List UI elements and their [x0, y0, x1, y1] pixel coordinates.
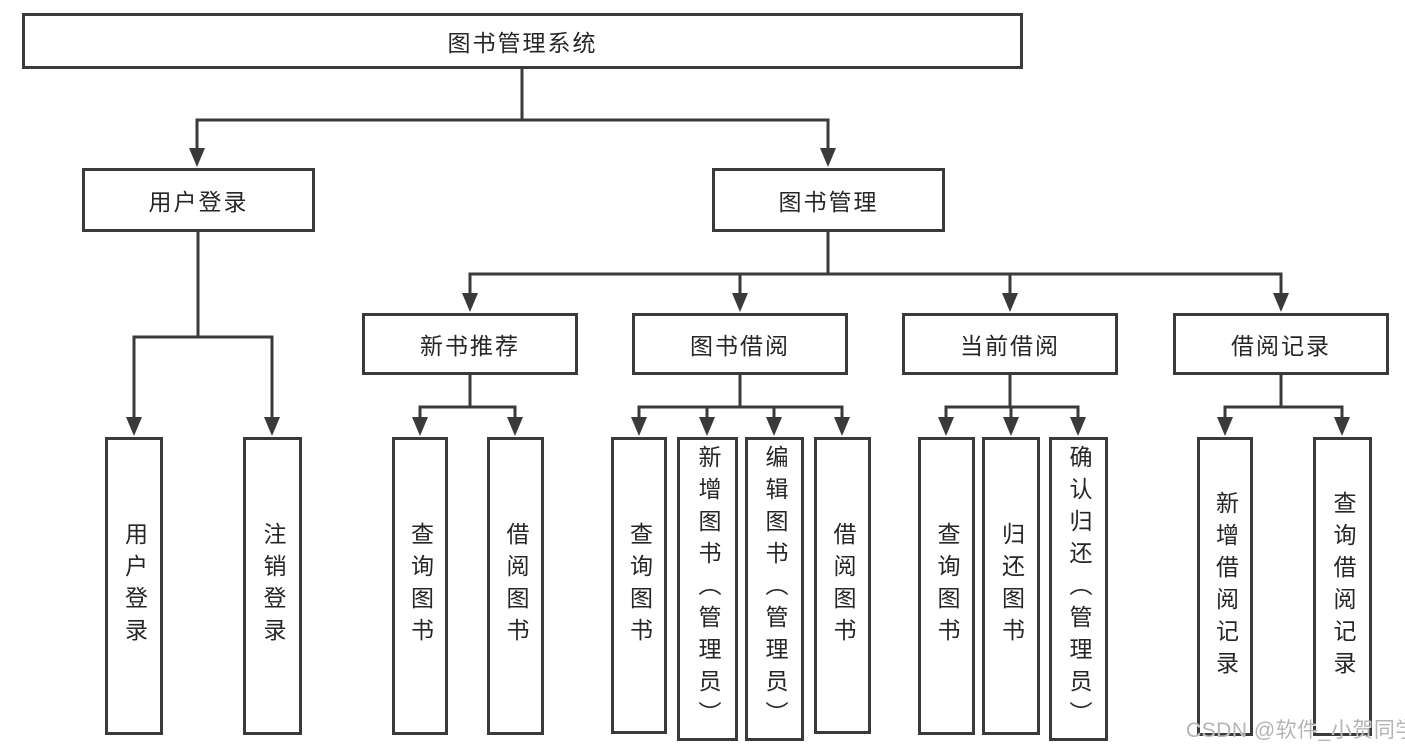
- node-borrow-records: 借阅记录: [1173, 313, 1389, 375]
- arrow-borrow-records: [1273, 293, 1289, 312]
- node-book-management-label: 图书管理: [778, 189, 879, 215]
- node-borrow-records-label: 借阅记录: [1231, 333, 1331, 359]
- connector-root-rail: [195, 118, 830, 149]
- node-leaf-bb-query-books: 查询图书: [611, 437, 667, 734]
- node-leaf-cb-confirm-return-label: 确认归还（管理员）: [1066, 445, 1092, 733]
- node-leaf-bb-add-books: 新增图书（管理员）: [677, 437, 738, 741]
- node-user-login: 用户登录: [82, 168, 315, 232]
- node-leaf-user-login: 用户登录: [105, 437, 163, 735]
- node-user-login-label: 用户登录: [148, 189, 249, 215]
- node-leaf-user-login-label: 用户登录: [121, 522, 148, 650]
- connector-mgmt-rail: [468, 272, 1283, 294]
- node-leaf-nb-borrow-books-label: 借阅图书: [503, 522, 529, 650]
- arrow-current-borrow: [1002, 293, 1018, 312]
- node-root: 图书管理系统: [22, 13, 1023, 69]
- node-leaf-logout-label: 注销登录: [260, 522, 286, 650]
- arrow-cb-query-books: [938, 417, 954, 436]
- arrow-nb-borrow-books: [507, 417, 523, 436]
- node-book-borrow: 图书借阅: [632, 313, 848, 375]
- connector-newbook-rail: [418, 405, 517, 418]
- node-leaf-br-query-record-label: 查询借阅记录: [1330, 490, 1356, 683]
- node-leaf-logout: 注销登录: [243, 437, 302, 735]
- arrow-nb-query-books: [412, 417, 428, 436]
- node-leaf-br-query-record: 查询借阅记录: [1313, 437, 1372, 736]
- arrow-book-management: [820, 148, 836, 167]
- connector-records-rail: [1223, 405, 1344, 418]
- arrow-bb-query-books: [631, 417, 647, 436]
- node-leaf-bb-edit-books-label: 编辑图书（管理员）: [762, 445, 788, 733]
- arrow-bb-edit-books: [766, 417, 782, 436]
- arrow-leaf-logout: [264, 417, 280, 436]
- node-leaf-nb-borrow-books: 借阅图书: [487, 437, 544, 735]
- arrow-book-borrow: [732, 293, 748, 312]
- node-leaf-cb-confirm-return: 确认归还（管理员）: [1049, 437, 1108, 741]
- node-leaf-nb-query-books: 查询图书: [392, 437, 448, 735]
- arrow-cb-return-books: [1003, 417, 1019, 436]
- node-new-book-recommend-label: 新书推荐: [420, 333, 520, 359]
- node-leaf-nb-query-books-label: 查询图书: [407, 522, 434, 650]
- connector-borrow-rail: [637, 405, 844, 418]
- node-leaf-bb-add-books-label: 新增图书（管理员）: [695, 445, 721, 733]
- node-leaf-bb-borrow-books: 借阅图书: [814, 437, 871, 734]
- node-book-borrow-label: 图书借阅: [690, 333, 790, 359]
- arrow-user-login: [189, 148, 205, 167]
- connector-current-rail: [944, 405, 1080, 418]
- node-leaf-bb-borrow-books-label: 借阅图书: [830, 521, 856, 650]
- arrow-leaf-user-login: [126, 417, 142, 436]
- node-leaf-cb-query-books: 查询图书: [918, 437, 975, 735]
- node-leaf-br-add-record-label: 新增借阅记录: [1212, 490, 1239, 683]
- arrow-cb-confirm-return: [1070, 417, 1086, 436]
- connector-login-rail: [132, 335, 274, 418]
- node-leaf-bb-query-books-label: 查询图书: [626, 521, 653, 650]
- arrow-br-query-record: [1334, 417, 1350, 436]
- node-leaf-bb-edit-books: 编辑图书（管理员）: [745, 437, 804, 741]
- node-leaf-cb-return-books-label: 归还图书: [998, 522, 1025, 650]
- node-leaf-cb-query-books-label: 查询图书: [934, 522, 960, 650]
- node-new-book-recommend: 新书推荐: [362, 313, 578, 375]
- node-root-label: 图书管理系统: [447, 30, 598, 56]
- node-leaf-cb-return-books: 归还图书: [982, 437, 1040, 735]
- node-current-borrow: 当前借阅: [902, 313, 1118, 375]
- arrow-new-book-recommend: [462, 293, 478, 312]
- node-current-borrow-label: 当前借阅: [960, 333, 1060, 359]
- arrow-bb-add-books: [699, 417, 715, 436]
- node-leaf-br-add-record: 新增借阅记录: [1197, 437, 1253, 736]
- node-book-management: 图书管理: [712, 168, 945, 232]
- arrow-br-add-record: [1217, 417, 1233, 436]
- watermark: CSDN @软件_小贺同学: [1186, 719, 1405, 742]
- arrow-bb-borrow-books: [834, 417, 850, 436]
